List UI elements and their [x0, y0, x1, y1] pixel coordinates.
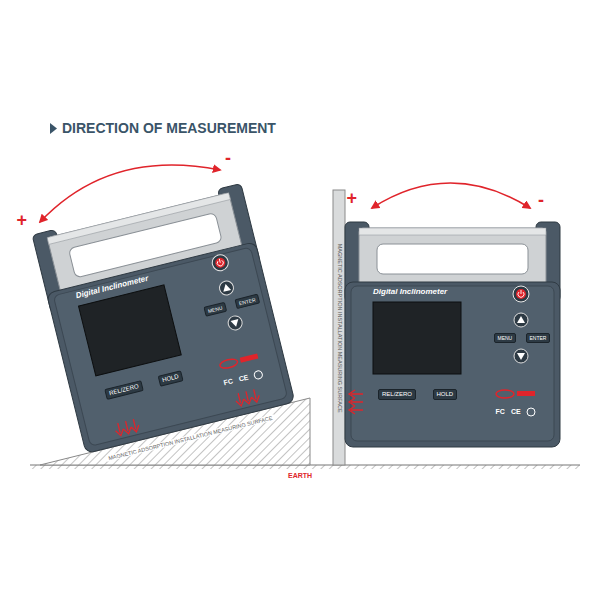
button-label: HOLD: [161, 373, 179, 383]
vertical-post: [333, 190, 345, 465]
button-label: ENTER: [530, 335, 547, 341]
device-button: ENTER: [526, 333, 551, 343]
device-title: Digital Inclinometer: [373, 287, 447, 296]
title-bullet: [50, 123, 57, 134]
direction-sign: +: [17, 210, 28, 231]
inclinometer-shape: [345, 222, 560, 447]
button-label: REL/ZERO: [382, 391, 412, 397]
ground-hatch: [30, 465, 580, 469]
inclinometer-body: Digital InclinometerMENU ENTER REL/ZERO HOL…: [345, 222, 560, 447]
direction-sign: -: [538, 190, 544, 211]
cert-mark: FC: [496, 408, 505, 416]
magnet-arrows: [349, 390, 363, 414]
earth-label: EARTH: [288, 472, 312, 480]
device-button: MENU: [494, 333, 517, 343]
inclinometer-shape: [32, 183, 295, 453]
device-button: HOLD: [433, 389, 458, 400]
direction-sign: -: [225, 148, 231, 169]
rotation-arc: [372, 183, 530, 208]
device-button: REL/ZERO: [378, 389, 416, 400]
cert-mark: CE: [511, 408, 521, 416]
diagram-title: DIRECTION OF MEASUREMENT: [62, 120, 276, 136]
button-label: HOLD: [437, 391, 454, 397]
inclinometer-drawing: [32, 183, 295, 453]
button-label: MENU: [498, 335, 513, 341]
direction-sign: +: [347, 188, 358, 209]
inclinometer-body: Digital InclinometerMENUENTERREL/ZEROHOL…: [32, 183, 295, 453]
surface-label: MAGNETIC ADSORPTION INSTALLATION MEASURI…: [336, 244, 342, 413]
button-label: ENTER: [238, 296, 256, 306]
button-label: MENU: [207, 305, 223, 314]
